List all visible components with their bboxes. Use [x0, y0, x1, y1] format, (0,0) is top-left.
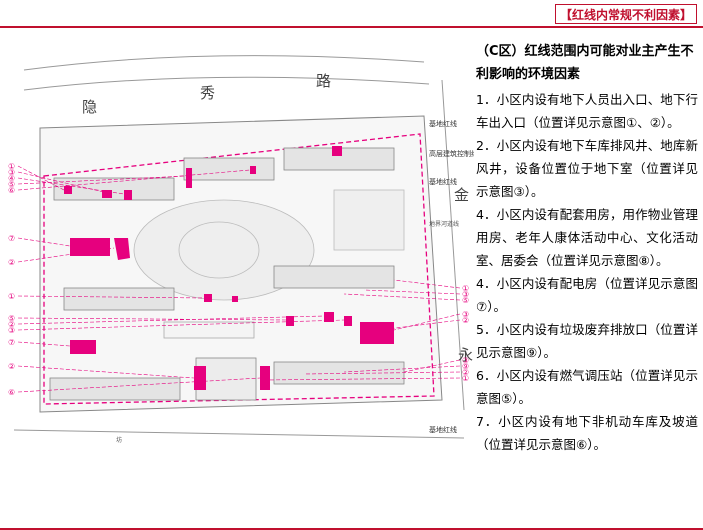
left-marker: ⑤ [8, 180, 15, 189]
right-marker: ① [462, 374, 469, 383]
facility-mark [344, 316, 352, 326]
label-bottom-road: 坊 [116, 436, 122, 444]
label-red-line-mid: 基地红线 [429, 177, 457, 186]
left-marker: ③ [8, 168, 15, 177]
amenity-strip [163, 321, 255, 339]
left-marker: ⑥ [8, 186, 15, 195]
right-marker: ① [462, 284, 469, 293]
road-char-1: 隐 [82, 98, 97, 116]
site-plan: 隐 秀 路 金 永 [4, 40, 474, 456]
side-char-1: 金 [454, 186, 469, 204]
factor-item: 7．小区内设有地下非机动车库及坡道（位置详见示意图⑥）。 [476, 414, 698, 452]
right-callout-lines [263, 279, 461, 381]
facility-mark [204, 294, 212, 302]
facility-mark [70, 340, 96, 354]
road-edge-top [23, 55, 425, 71]
facility-mark [332, 146, 342, 156]
road-char-2: 秀 [200, 84, 215, 102]
site-plan-drawing: 隐 秀 路 金 永 [8, 55, 474, 444]
facility-mark [114, 238, 130, 260]
factor-item: 4．小区内设有配套用房，用作物业管理用房、老年人康体活动中心、文化活动室、居委会… [476, 207, 698, 268]
section-tag: 【红线内常规不利因素】 [554, 4, 697, 24]
bottom-rule [0, 528, 703, 530]
factor-item: 5．小区内设有垃圾废弃排放口（位置详见示意图⑨）。 [476, 322, 698, 360]
road-edge-bottom [13, 429, 465, 439]
left-callout-lines [17, 165, 345, 393]
facility-mark [286, 316, 294, 326]
left-marker: ① [8, 292, 15, 301]
left-marker: ② [8, 362, 15, 371]
left-marker: ② [8, 258, 15, 267]
label-red-line-top: 基地红线 [429, 119, 457, 128]
side-char-2: 永 [458, 346, 473, 364]
facility-mark [360, 322, 394, 344]
left-marker: ⑦ [8, 338, 15, 347]
top-banner: 【红线内常规不利因素】 [0, 0, 703, 28]
facility-mark [64, 186, 72, 194]
right-marker: ③ [462, 356, 469, 365]
facility-mark [260, 366, 270, 390]
building-row-2b [273, 265, 395, 289]
facility-mark [324, 312, 334, 322]
facility-mark [250, 166, 256, 174]
central-plaza [178, 221, 260, 279]
facility-mark [102, 190, 112, 198]
central-garden [133, 199, 315, 301]
building-row-1b [183, 157, 275, 181]
left-marker: ② [8, 320, 15, 329]
road-edge-right [441, 79, 465, 411]
left-markers: ① ③ ④ ⑤ ⑥ ⑦ ② ① ⑤ ② ③ ⑦ ② ⑥ [8, 162, 15, 397]
factor-list: 1．小区内设有地下人员出入口、地下行车出入口（位置详见示意图①、②）。 2．小区… [476, 88, 698, 456]
label-red-line-bottom: 基地红线 [429, 425, 457, 434]
factor-item: 2．小区内设有地下车库排风井、地库新风井，设备位置位于地下室（位置详见示意图③）… [476, 138, 698, 199]
left-marker: ⑤ [8, 314, 15, 323]
left-marker: ⑥ [8, 388, 15, 397]
description-panel: （C区）红线范围内可能对业主产生不利影响的环境因素 1．小区内设有地下人员出入口… [476, 40, 698, 456]
road-char-3: 路 [316, 72, 331, 90]
label-high-rise: 高层建筑控制线 [429, 149, 474, 158]
panel-title: （C区）红线范围内可能对业主产生不利影响的环境因素 [476, 44, 694, 82]
facility-mark [70, 238, 110, 256]
right-marker: ② [462, 316, 469, 325]
right-marker: ⑨ [462, 362, 469, 371]
factor-item: 4．小区内设有配电房（位置详见示意图⑦）。 [476, 276, 698, 314]
right-marker: ⑤ [462, 296, 469, 305]
building-row-3a [49, 377, 181, 401]
factor-item: 1．小区内设有地下人员出入口、地下行车出入口（位置详见示意图①、②）。 [476, 92, 698, 130]
right-marker: ② [462, 368, 469, 377]
left-marker: ③ [8, 326, 15, 335]
right-marker: ③ [462, 290, 469, 299]
left-marker: ① [8, 162, 15, 171]
facility-mark [232, 296, 238, 302]
right-markers: ① ③ ⑤ ③ ② ③ ⑨ ② ① [462, 284, 469, 383]
left-marker: ④ [8, 174, 15, 183]
facility-mark [124, 190, 132, 200]
building-row-2a [63, 287, 175, 311]
facility-mark [194, 366, 206, 390]
road-edge-inner [23, 76, 430, 91]
left-marker: ⑦ [8, 234, 15, 243]
building-row-1a [53, 177, 175, 201]
east-green [333, 189, 405, 251]
facility-marks [64, 146, 394, 390]
factor-item: 6．小区内设有燃气调压站（位置详见示意图⑤）。 [476, 368, 698, 406]
right-marker: ③ [462, 310, 469, 319]
label-ground-line: 地界河道线 [429, 220, 459, 228]
facility-mark [186, 168, 192, 188]
